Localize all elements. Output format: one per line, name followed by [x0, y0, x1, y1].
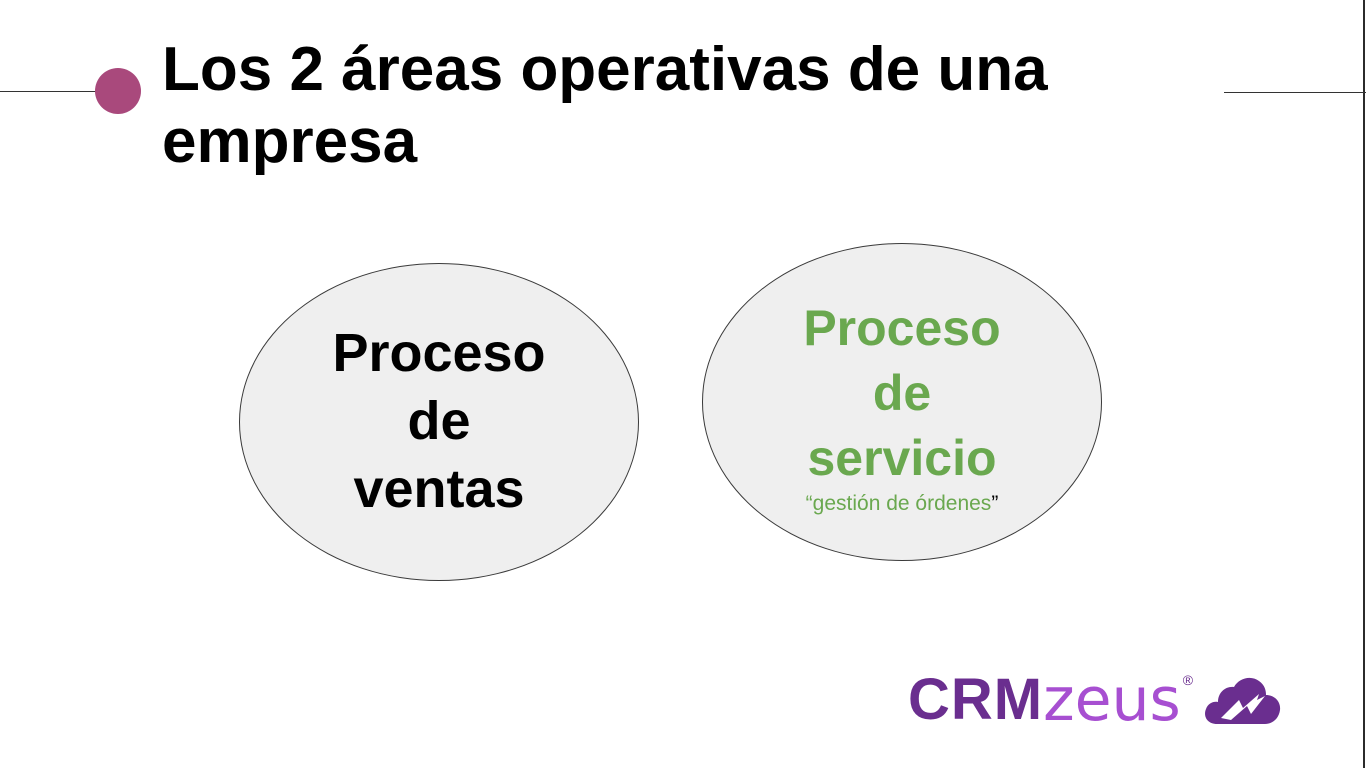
slide-title: Los 2 áreas operativas de una empresa [162, 35, 1048, 176]
slide-right-border [1363, 0, 1365, 768]
cloud-lightning-icon [1205, 677, 1281, 724]
title-rule-right [1224, 92, 1366, 93]
title-bullet-dot [95, 68, 141, 114]
title-rule-left [0, 91, 100, 92]
service-subtitle-text: “gestión de órdenes [805, 492, 992, 515]
logo-registered-mark: ® [1182, 672, 1194, 688]
sales-process-ellipse: Proceso de ventas [239, 263, 639, 581]
service-subtitle-close-quote: ” [991, 492, 999, 515]
service-line-2: de [872, 365, 932, 421]
sales-line-2: de [407, 391, 471, 451]
service-line-1: Proceso [803, 300, 1001, 356]
sales-line-1: Proceso [332, 323, 546, 383]
service-subtitle: “gestión de órdenes” [806, 491, 999, 517]
sales-line-3: ventas [353, 459, 525, 519]
logo-crm-text: CRM [908, 667, 1044, 732]
service-process-ellipse: Proceso de servicio “gestión de órdenes” [702, 243, 1102, 561]
crmzeus-logo: CRM zeus ® [908, 670, 1281, 730]
logo-zeus-text: zeus [1043, 665, 1181, 735]
service-line-3: servicio [807, 430, 997, 486]
